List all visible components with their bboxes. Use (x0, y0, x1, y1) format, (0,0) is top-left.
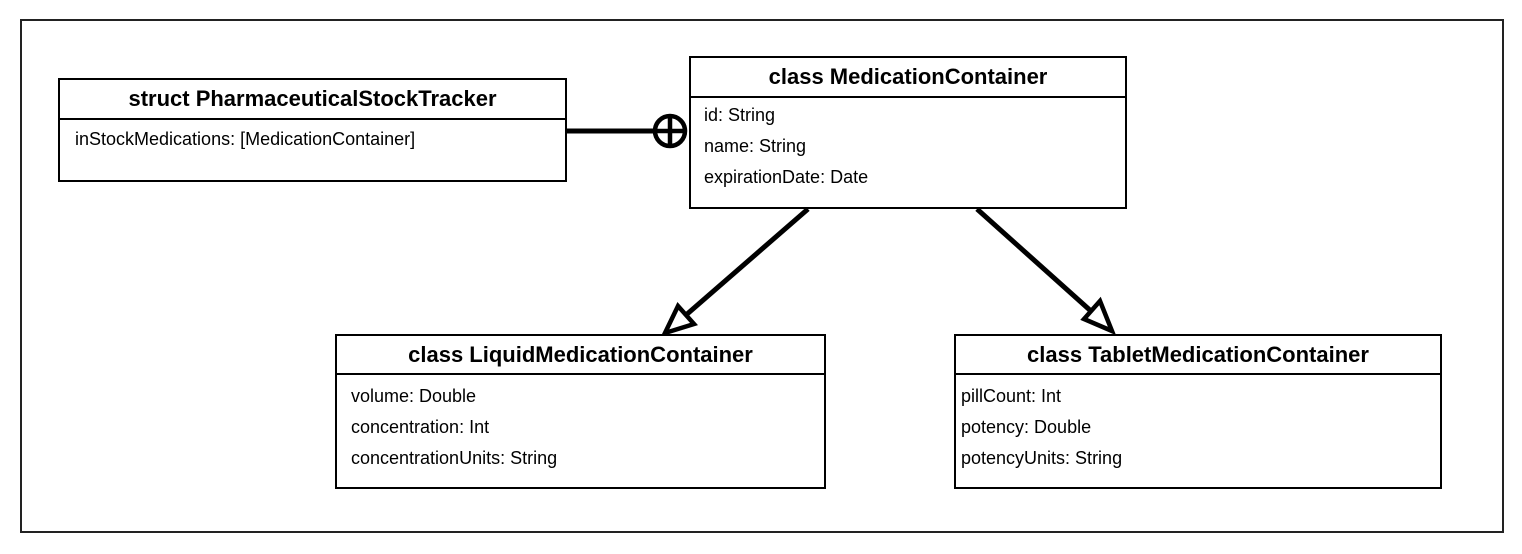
class-title: class MedicationContainer (691, 58, 1125, 98)
attribute: name: String (704, 136, 807, 156)
class-box-pharmaceutical-stock-tracker[interactable]: struct PharmaceuticalStockTracker inStoc… (58, 78, 567, 182)
attribute-list: id: String name: String expirationDate: … (691, 98, 1125, 193)
class-box-tablet-medication-container[interactable]: class TabletMedicationContainer pillCoun… (954, 334, 1442, 489)
class-box-liquid-medication-container[interactable]: class LiquidMedicationContainer volume: … (335, 334, 826, 489)
attribute-list: pillCount: Int potency: Double potencyUn… (956, 375, 1440, 474)
attribute: inStockMedications: [MedicationContainer… (75, 129, 416, 149)
attribute: expirationDate: Date (704, 167, 869, 187)
attribute-list: volume: Double concentration: Int concen… (337, 375, 824, 474)
attribute: potency: Double (961, 417, 1092, 437)
attribute: potencyUnits: String (961, 448, 1123, 468)
attribute-list: inStockMedications: [MedicationContainer… (60, 120, 565, 155)
class-title: class LiquidMedicationContainer (337, 336, 824, 375)
attribute: pillCount: Int (961, 386, 1062, 406)
attribute: id: String (704, 105, 776, 125)
class-box-medication-container[interactable]: class MedicationContainer id: String nam… (689, 56, 1127, 209)
attribute: concentration: Int (351, 417, 490, 437)
class-title: class TabletMedicationContainer (956, 336, 1440, 375)
attribute: concentrationUnits: String (351, 448, 558, 468)
class-title: struct PharmaceuticalStockTracker (60, 80, 565, 120)
diagram-frame (20, 19, 1504, 533)
attribute: volume: Double (351, 386, 477, 406)
